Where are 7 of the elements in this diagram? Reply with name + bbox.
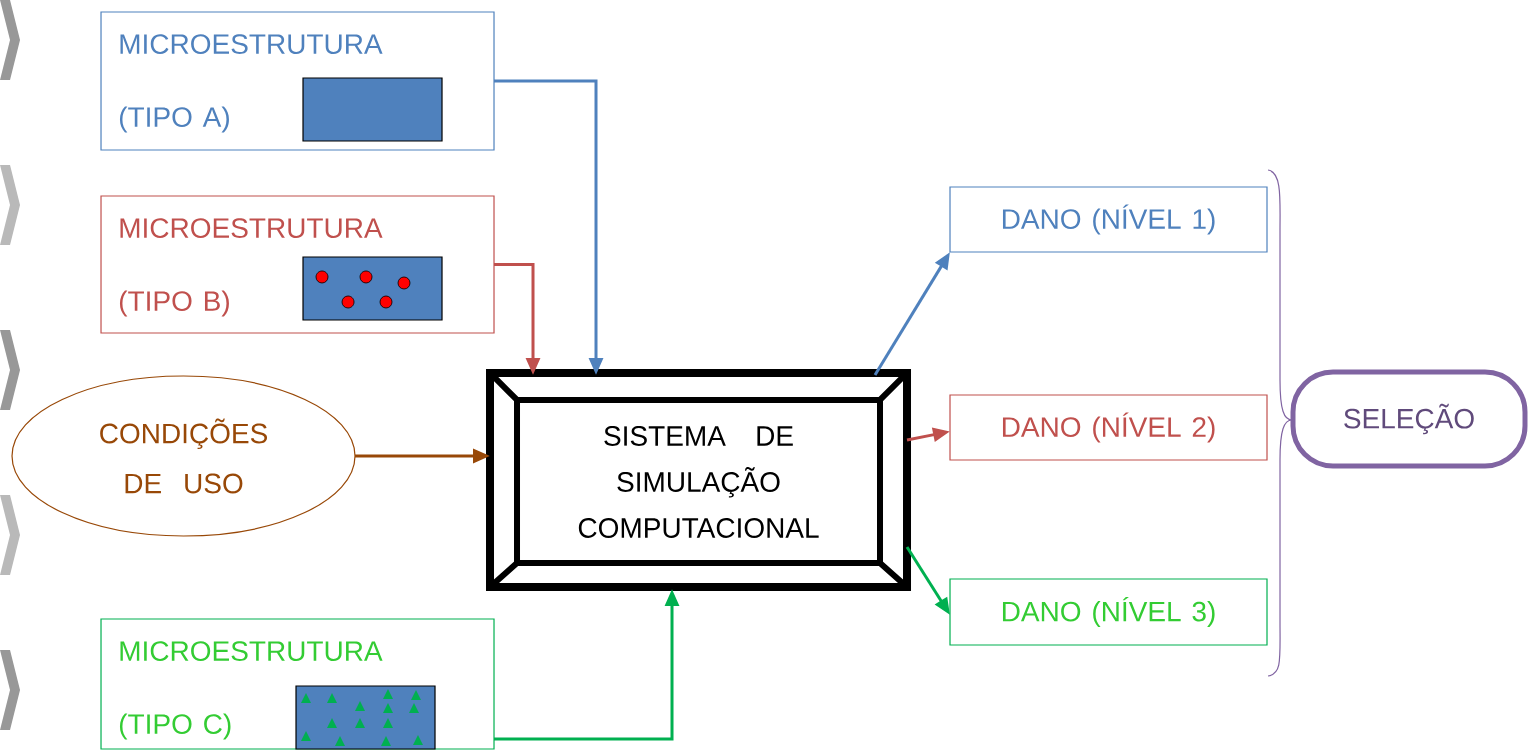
microstructure-box: MICROESTRUTURA (TIPO B) <box>100 195 495 334</box>
process-box: SISTEMA DE SIMULAÇÃO COMPUTACIONAL <box>486 369 911 591</box>
microstructure-box: MICROESTRUTURA (TIPO A) <box>100 11 495 151</box>
output-box: DANO (NÍVEL 2) <box>949 394 1268 461</box>
rounded-box: SELEÇÃO <box>1290 369 1528 469</box>
output-box: DANO (NÍVEL 3) <box>949 578 1268 646</box>
output-box: DANO (NÍVEL 1) <box>949 186 1268 253</box>
